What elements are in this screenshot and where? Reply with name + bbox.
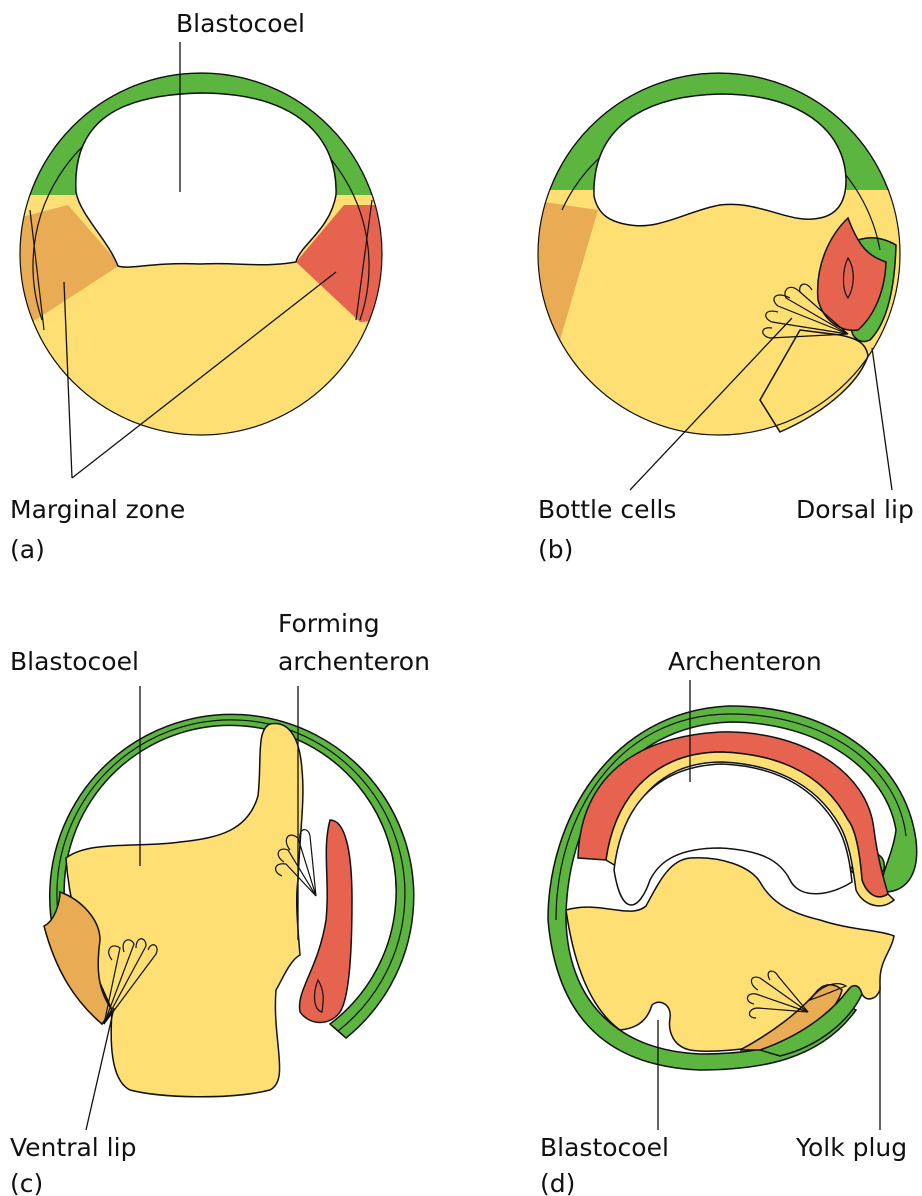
label-archenteron-d: Archenteron	[668, 647, 822, 676]
label-ventral-lip-c: Ventral lip	[10, 1133, 136, 1162]
label-bottle-cells-b: Bottle cells	[538, 495, 676, 524]
mesoderm-c	[300, 820, 352, 1023]
label-yolk-plug-d: Yolk plug	[795, 1133, 907, 1162]
label-blastocoel-c: Blastocoel	[10, 647, 139, 676]
panel-letter-c: (c)	[10, 1169, 43, 1196]
panel-d: Archenteron Blastocoel Yolk plug (d)	[540, 647, 917, 1196]
blastocoel-cavity-a	[76, 93, 336, 267]
panel-letter-b: (b)	[538, 535, 573, 564]
panel-c: Blastocoel Forming archenteron Ventral l…	[10, 609, 430, 1196]
leader-ventral-lip-c	[86, 1008, 114, 1130]
panel-b: Bottle cells Dorsal lip (b)	[530, 73, 922, 564]
label-forming-c: Forming	[278, 609, 380, 638]
label-marginal-zone-a: Marginal zone	[10, 495, 185, 524]
panel-letter-a: (a)	[10, 535, 45, 564]
label-blastocoel-a: Blastocoel	[176, 9, 305, 38]
leader-dorsal-lip-b	[872, 348, 892, 490]
label-archenteron-c: archenteron	[278, 647, 430, 676]
label-blastocoel-d: Blastocoel	[540, 1133, 669, 1162]
label-dorsal-lip-b: Dorsal lip	[796, 495, 914, 524]
panel-letter-d: (d)	[540, 1169, 575, 1196]
panel-a: Blastocoel Marginal zone (a)	[10, 9, 410, 564]
